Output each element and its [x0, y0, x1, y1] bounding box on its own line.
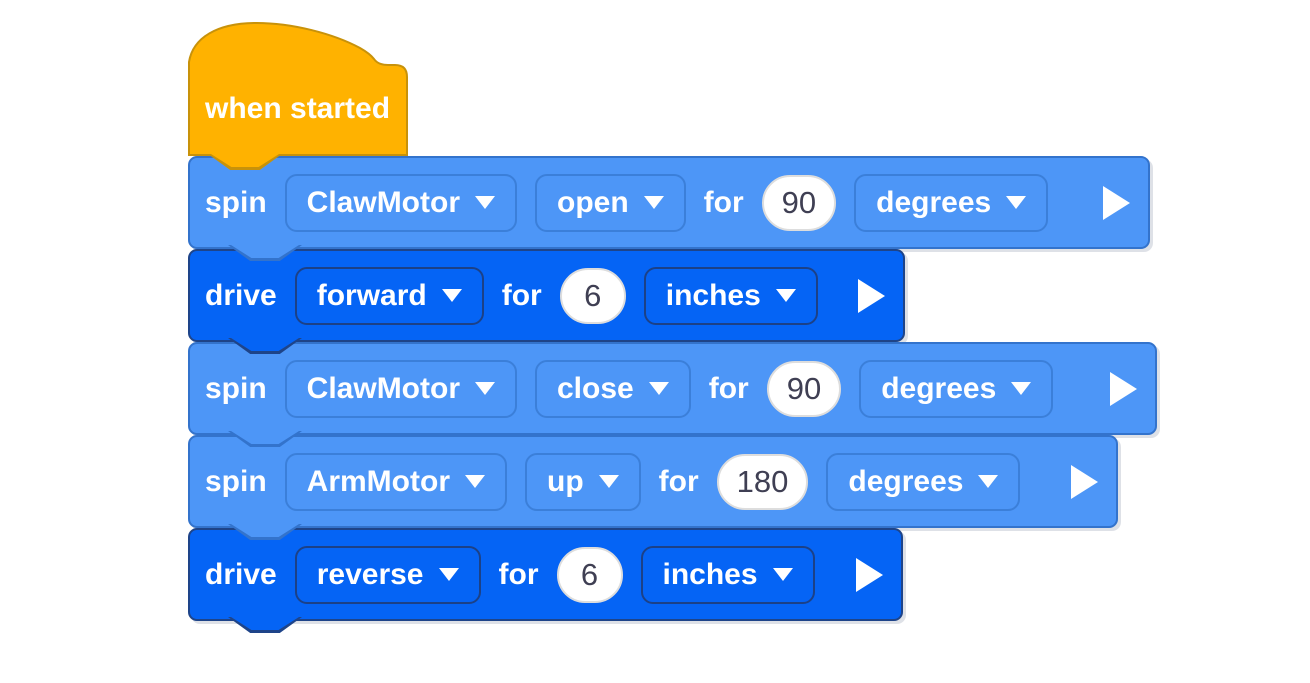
- value-input[interactable]: 6: [556, 546, 623, 603]
- motor-dropdown[interactable]: ClawMotor: [284, 173, 517, 232]
- dropdown-value: degrees: [881, 371, 997, 405]
- direction-dropdown[interactable]: close: [535, 359, 691, 418]
- command-label: spin: [205, 371, 267, 405]
- spin-block[interactable]: spin ClawMotor open for 90 degrees: [188, 156, 1150, 261]
- play-icon[interactable]: [856, 557, 883, 592]
- dropdown-value: degrees: [848, 464, 964, 498]
- chevron-down-icon: [475, 382, 495, 395]
- play-icon[interactable]: [1103, 185, 1130, 220]
- value-input[interactable]: 6: [559, 267, 626, 324]
- unit-dropdown[interactable]: degrees: [859, 359, 1054, 418]
- chevron-down-icon: [475, 196, 495, 209]
- dropdown-value: degrees: [876, 185, 992, 219]
- motor-dropdown[interactable]: ClawMotor: [284, 359, 517, 418]
- dropdown-value: close: [557, 371, 634, 405]
- connector-bump: [228, 617, 302, 633]
- chevron-down-icon: [438, 568, 459, 581]
- play-icon[interactable]: [858, 278, 885, 313]
- value-input[interactable]: 90: [766, 360, 842, 417]
- direction-dropdown[interactable]: reverse: [294, 545, 481, 604]
- direction-dropdown[interactable]: up: [525, 452, 641, 511]
- value-input[interactable]: 180: [716, 453, 809, 510]
- chevron-down-icon: [775, 289, 796, 302]
- command-label: spin: [205, 464, 267, 498]
- dropdown-value: reverse: [316, 557, 424, 591]
- unit-dropdown[interactable]: inches: [640, 545, 815, 604]
- motor-dropdown[interactable]: ArmMotor: [284, 452, 507, 511]
- direction-dropdown[interactable]: forward: [294, 266, 484, 325]
- play-icon[interactable]: [1071, 464, 1098, 499]
- dropdown-value: open: [557, 185, 629, 219]
- hat-label: when started: [205, 92, 391, 125]
- direction-dropdown[interactable]: open: [535, 173, 686, 232]
- play-icon[interactable]: [1110, 371, 1137, 406]
- for-label: for: [703, 185, 744, 219]
- chevron-down-icon: [643, 196, 664, 209]
- command-label: drive: [205, 557, 277, 591]
- for-label: for: [658, 464, 699, 498]
- unit-dropdown[interactable]: degrees: [826, 452, 1021, 511]
- unit-dropdown[interactable]: inches: [643, 266, 818, 325]
- chevron-down-icon: [465, 475, 485, 488]
- chevron-down-icon: [598, 475, 619, 488]
- chevron-down-icon: [441, 289, 462, 302]
- dropdown-value: up: [547, 464, 584, 498]
- chevron-down-icon: [772, 568, 793, 581]
- command-label: drive: [205, 278, 277, 312]
- chevron-down-icon: [978, 475, 999, 488]
- for-label: for: [501, 278, 542, 312]
- for-label: for: [498, 557, 539, 591]
- dropdown-value: inches: [665, 278, 761, 312]
- dropdown-value: forward: [316, 278, 427, 312]
- chevron-down-icon: [1011, 382, 1032, 395]
- dropdown-value: ClawMotor: [306, 371, 460, 405]
- for-label: for: [708, 371, 749, 405]
- chevron-down-icon: [1006, 196, 1027, 209]
- value-input[interactable]: 90: [761, 174, 837, 231]
- spin-block[interactable]: spin ClawMotor close for 90 degrees: [188, 342, 1157, 447]
- hat-shape: [188, 21, 408, 156]
- dropdown-value: ClawMotor: [306, 185, 460, 219]
- chevron-down-icon: [648, 382, 669, 395]
- drive-block[interactable]: drive reverse for 6 inches: [188, 528, 903, 633]
- unit-dropdown[interactable]: degrees: [854, 173, 1049, 232]
- dropdown-value: ArmMotor: [306, 464, 450, 498]
- drive-block[interactable]: drive forward for 6 inches: [188, 249, 905, 354]
- when-started-hat-block[interactable]: when started: [188, 21, 408, 170]
- dropdown-value: inches: [662, 557, 758, 591]
- spin-block[interactable]: spin ArmMotor up for 180 degrees: [188, 435, 1118, 540]
- command-label: spin: [205, 185, 267, 219]
